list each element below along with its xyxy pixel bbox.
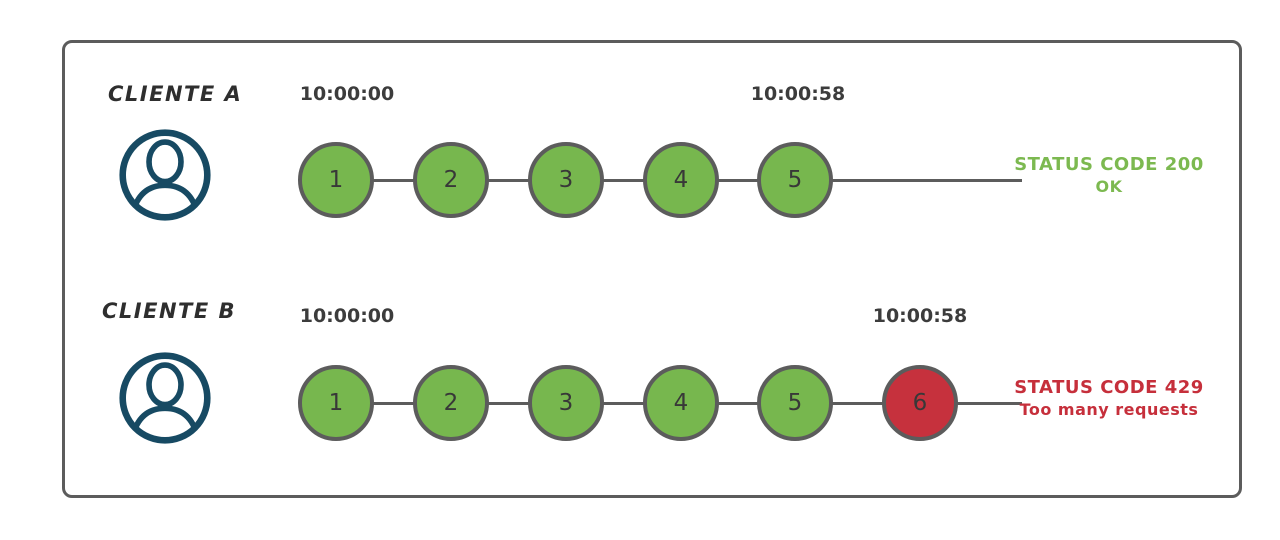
row-a-start-time: 10:00:00 xyxy=(299,83,395,105)
status-code-text: STATUS CODE 429 xyxy=(1014,377,1204,398)
request-circle: 5 xyxy=(757,142,833,218)
row-b-status: STATUS CODE 429 Too many requests xyxy=(1014,377,1204,420)
request-circle: 3 xyxy=(528,142,604,218)
row-a-status: STATUS CODE 200 OK xyxy=(1014,154,1204,197)
client-b-label: CLIENTE B xyxy=(102,299,237,323)
row-b-start-time: 10:00:00 xyxy=(299,305,395,327)
row-a-end-time: 10:00:58 xyxy=(750,83,846,105)
request-circle: 5 xyxy=(757,365,833,441)
request-circle: 4 xyxy=(643,365,719,441)
request-circle: 2 xyxy=(413,365,489,441)
user-icon xyxy=(118,128,212,222)
request-circle: 1 xyxy=(298,365,374,441)
request-circle: 1 xyxy=(298,142,374,218)
client-a-label: CLIENTE A xyxy=(108,82,243,106)
row-b-end-time: 10:00:58 xyxy=(872,305,968,327)
user-icon xyxy=(118,351,212,445)
status-code-text: STATUS CODE 200 xyxy=(1014,154,1204,175)
request-circle: 4 xyxy=(643,142,719,218)
request-circle: 3 xyxy=(528,365,604,441)
request-circle: 2 xyxy=(413,142,489,218)
diagram-frame xyxy=(62,40,1242,498)
status-message-text: Too many requests xyxy=(1019,399,1199,419)
status-message-text: OK xyxy=(1095,176,1123,196)
request-circle-rejected: 6 xyxy=(882,365,958,441)
